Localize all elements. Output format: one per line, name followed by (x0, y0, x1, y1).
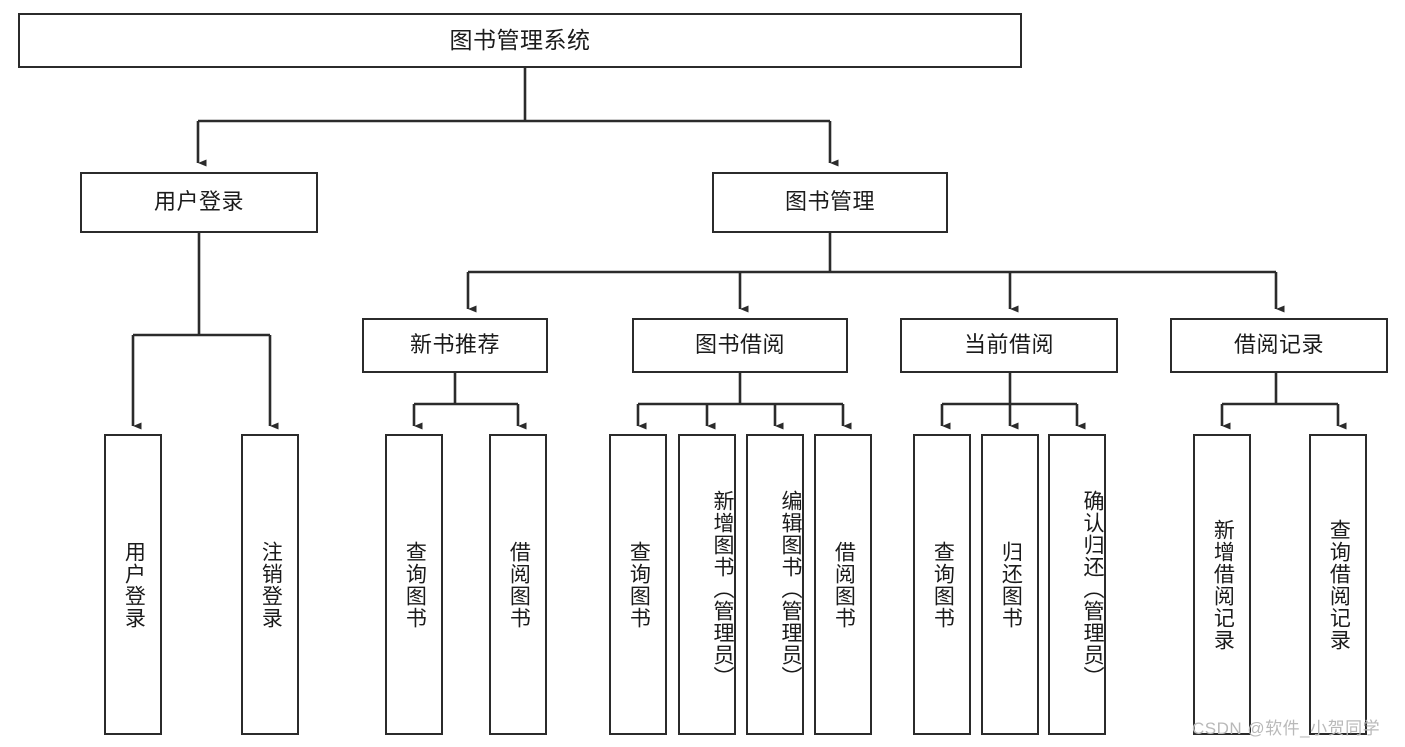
edges-newbook-to-leaves (412, 373, 527, 430)
leaf-newbook-query-book-label: 查询图书 (403, 540, 427, 629)
node-borrow-record[interactable]: 借阅记录 (1170, 318, 1388, 373)
leaf-record-add-record-label: 新增借阅记录 (1211, 518, 1235, 651)
leaf-record-query-record[interactable]: 查询借阅记录 (1309, 434, 1367, 735)
leaf-current-return-book-label: 归还图书 (999, 540, 1023, 629)
node-root-system[interactable]: 图书管理系统 (18, 13, 1022, 68)
node-book-borrow-label: 图书借阅 (694, 332, 785, 358)
node-user-login[interactable]: 用户登录 (80, 172, 318, 233)
leaf-current-confirm-return-admin-label: 确认归还（管理员） (1081, 489, 1104, 688)
node-book-management-label: 图书管理 (784, 189, 875, 215)
node-current-borrow-label: 当前借阅 (963, 332, 1054, 358)
leaf-logout[interactable]: 注销登录 (241, 434, 299, 735)
edges-userlogin-to-leaves (131, 233, 279, 430)
node-new-book-recommend[interactable]: 新书推荐 (362, 318, 548, 373)
leaf-record-query-record-label: 查询借阅记录 (1327, 518, 1351, 651)
leaf-borrow-edit-book-admin-label: 编辑图书（管理员） (779, 489, 802, 688)
leaf-borrow-query-book-label: 查询图书 (627, 540, 651, 629)
leaf-current-query-book[interactable]: 查询图书 (913, 434, 971, 735)
node-borrow-record-label: 借阅记录 (1233, 332, 1324, 358)
edges-bookmgmt-to-level3 (466, 233, 1285, 313)
leaf-borrow-borrow-book-label: 借阅图书 (832, 540, 856, 629)
leaf-borrow-query-book[interactable]: 查询图书 (609, 434, 667, 735)
leaf-newbook-borrow-book[interactable]: 借阅图书 (489, 434, 547, 735)
watermark-text: CSDN @软件_小贺同学 (1192, 719, 1381, 738)
leaf-user-login-label: 用户登录 (122, 540, 146, 629)
edges-bookborrow-to-leaves (636, 373, 852, 430)
leaf-current-query-book-label: 查询图书 (931, 540, 955, 629)
leaf-newbook-borrow-book-label: 借阅图书 (507, 540, 531, 629)
edges-currentborrow-to-leaves (940, 373, 1086, 430)
leaf-borrow-add-book-admin-label: 新增图书（管理员） (711, 489, 734, 688)
leaf-user-login[interactable]: 用户登录 (104, 434, 162, 735)
leaf-current-confirm-return-admin[interactable]: 确认归还（管理员） (1048, 434, 1106, 735)
node-book-management[interactable]: 图书管理 (712, 172, 948, 233)
node-current-borrow[interactable]: 当前借阅 (900, 318, 1118, 373)
node-user-login-label: 用户登录 (153, 189, 244, 215)
leaf-borrow-borrow-book[interactable]: 借阅图书 (814, 434, 872, 735)
leaf-borrow-edit-book-admin[interactable]: 编辑图书（管理员） (746, 434, 804, 735)
edges-borrowrecord-to-leaves (1220, 373, 1347, 430)
node-new-book-recommend-label: 新书推荐 (409, 332, 500, 358)
leaf-record-add-record[interactable]: 新增借阅记录 (1193, 434, 1251, 735)
leaf-borrow-add-book-admin[interactable]: 新增图书（管理员） (678, 434, 736, 735)
node-book-borrow[interactable]: 图书借阅 (632, 318, 848, 373)
edges-root-to-level2 (196, 68, 839, 167)
leaf-logout-label: 注销登录 (259, 540, 283, 629)
leaf-newbook-query-book[interactable]: 查询图书 (385, 434, 443, 735)
node-root-label: 图书管理系统 (449, 26, 591, 53)
leaf-current-return-book[interactable]: 归还图书 (981, 434, 1039, 735)
